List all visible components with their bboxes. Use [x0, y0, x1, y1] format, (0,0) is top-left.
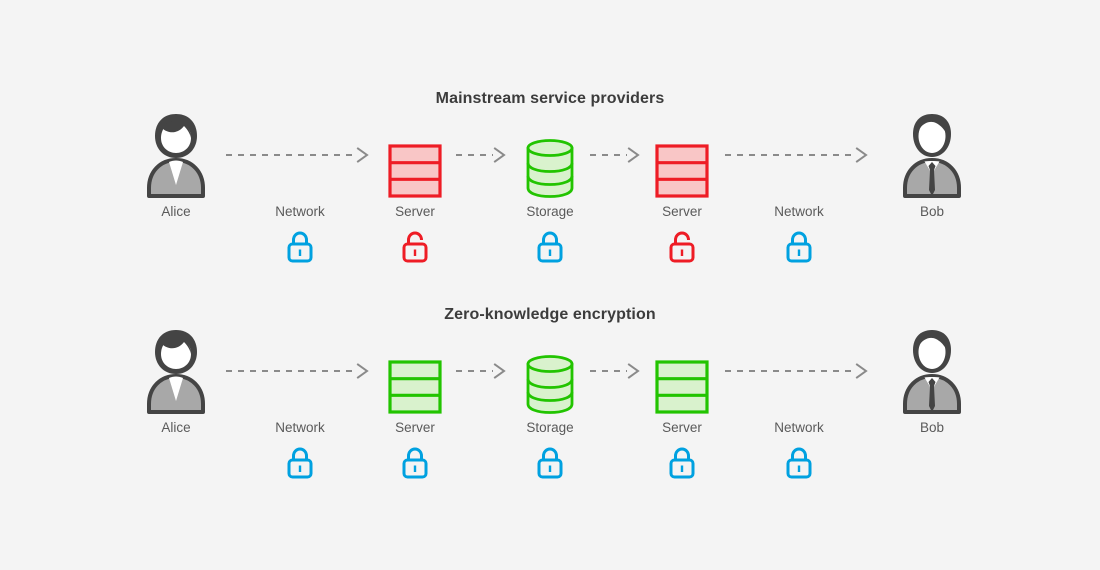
node-bob: Bob — [872, 328, 992, 486]
node-server-1: Server — [355, 328, 475, 486]
storage-icon — [490, 112, 610, 198]
connector-server-to-bob — [725, 112, 873, 198]
node-bob: Bob — [872, 112, 992, 270]
node-network-2: Network — [739, 112, 859, 270]
server-icon — [355, 328, 475, 414]
person-female-icon — [116, 328, 236, 414]
row-title-mainstream: Mainstream service providers — [435, 90, 665, 107]
node-network-2: Network — [739, 328, 859, 486]
lock-closed-icon — [240, 230, 360, 270]
lock-closed-icon — [739, 230, 859, 270]
node-network-1: Network — [240, 328, 360, 486]
network-art-slot — [240, 112, 360, 198]
lock-open-icon — [355, 230, 475, 270]
node-label: Server — [395, 204, 435, 219]
node-network-1: Network — [240, 112, 360, 270]
connector-server-to-storage — [456, 112, 510, 198]
connector-storage-to-server — [590, 112, 644, 198]
server-icon — [622, 112, 742, 198]
connector-storage-to-server — [590, 328, 644, 414]
node-label: Alice — [161, 420, 191, 435]
lock-closed-icon — [739, 446, 859, 486]
node-alice: Alice — [116, 112, 236, 270]
node-label: Network — [275, 204, 325, 219]
node-label: Storage — [526, 204, 574, 219]
node-server-1: Server — [355, 112, 475, 270]
connector-server-to-bob — [725, 328, 873, 414]
node-server-2: Server — [622, 112, 742, 270]
node-label: Network — [275, 420, 325, 435]
node-storage: Storage — [490, 328, 610, 486]
node-server-2: Server — [622, 328, 742, 486]
network-art-slot — [739, 112, 859, 198]
network-art-slot — [240, 328, 360, 414]
row-title-zero-knowledge: Zero-knowledge encryption — [444, 306, 656, 323]
node-label: Bob — [919, 204, 945, 219]
server-icon — [622, 328, 742, 414]
node-label: Alice — [161, 204, 191, 219]
node-label: Server — [662, 420, 702, 435]
lock-open-icon — [622, 230, 742, 270]
node-label: Network — [774, 204, 824, 219]
lock-closed-icon — [490, 446, 610, 486]
connector-alice-to-server — [226, 328, 374, 414]
lock-closed-icon — [355, 446, 475, 486]
network-art-slot — [739, 328, 859, 414]
person-female-icon — [116, 112, 236, 198]
person-male-icon — [872, 328, 992, 414]
storage-icon — [490, 328, 610, 414]
node-label: Server — [662, 204, 702, 219]
node-label: Network — [774, 420, 824, 435]
server-icon — [355, 112, 475, 198]
node-label: Bob — [919, 420, 945, 435]
person-male-icon — [872, 112, 992, 198]
lock-closed-icon — [490, 230, 610, 270]
node-storage: Storage — [490, 112, 610, 270]
lock-closed-icon — [622, 446, 742, 486]
lock-closed-icon — [240, 446, 360, 486]
connector-server-to-storage — [456, 328, 510, 414]
node-label: Storage — [526, 420, 574, 435]
connector-alice-to-server — [226, 112, 374, 198]
node-label: Server — [395, 420, 435, 435]
node-alice: Alice — [116, 328, 236, 486]
